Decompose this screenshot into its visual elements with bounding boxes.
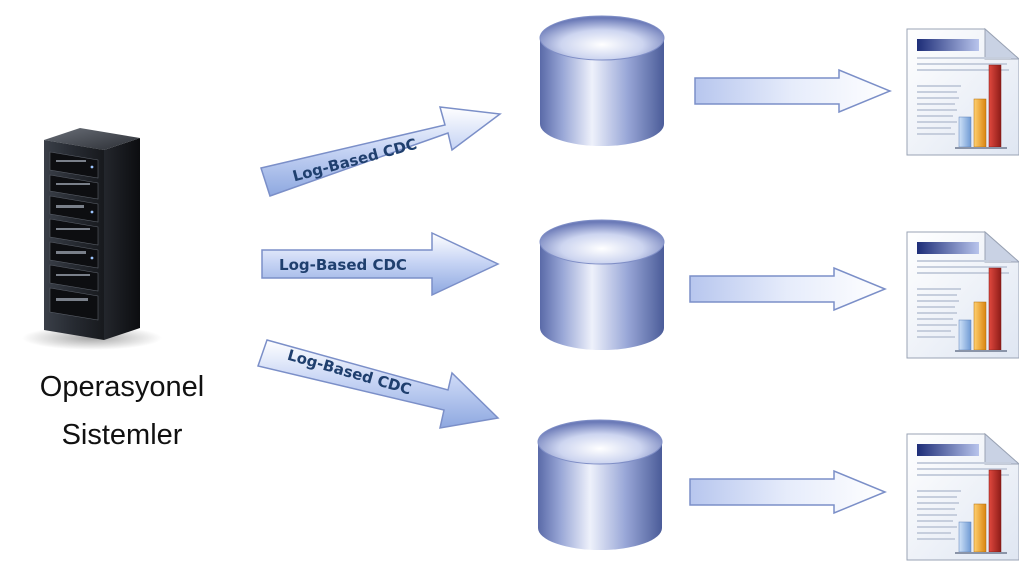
server-caption-line1: Operasyonel bbox=[40, 371, 204, 403]
cdc-arrow-middle: Log-Based CDC bbox=[261, 231, 500, 297]
report-document-icon bbox=[906, 28, 1019, 156]
report-document-icon bbox=[906, 433, 1019, 561]
server-caption-line2: Sistemler bbox=[62, 419, 183, 451]
cdc-arrow-label-middle: Log-Based CDC bbox=[279, 256, 407, 274]
report-document-icon bbox=[906, 231, 1019, 359]
server-rack-icon bbox=[22, 128, 162, 350]
cdc-arrow-top: Log-Based CDC bbox=[260, 106, 502, 197]
flow-arrow-icon bbox=[694, 69, 891, 113]
database-cylinder-icon bbox=[539, 219, 665, 351]
flow-arrow-icon bbox=[689, 267, 886, 311]
database-cylinder-icon bbox=[537, 419, 663, 551]
cdc-arrow-bottom: Log-Based CDC bbox=[257, 339, 500, 429]
flow-arrow-icon bbox=[689, 470, 886, 514]
database-cylinder-icon bbox=[539, 15, 665, 147]
